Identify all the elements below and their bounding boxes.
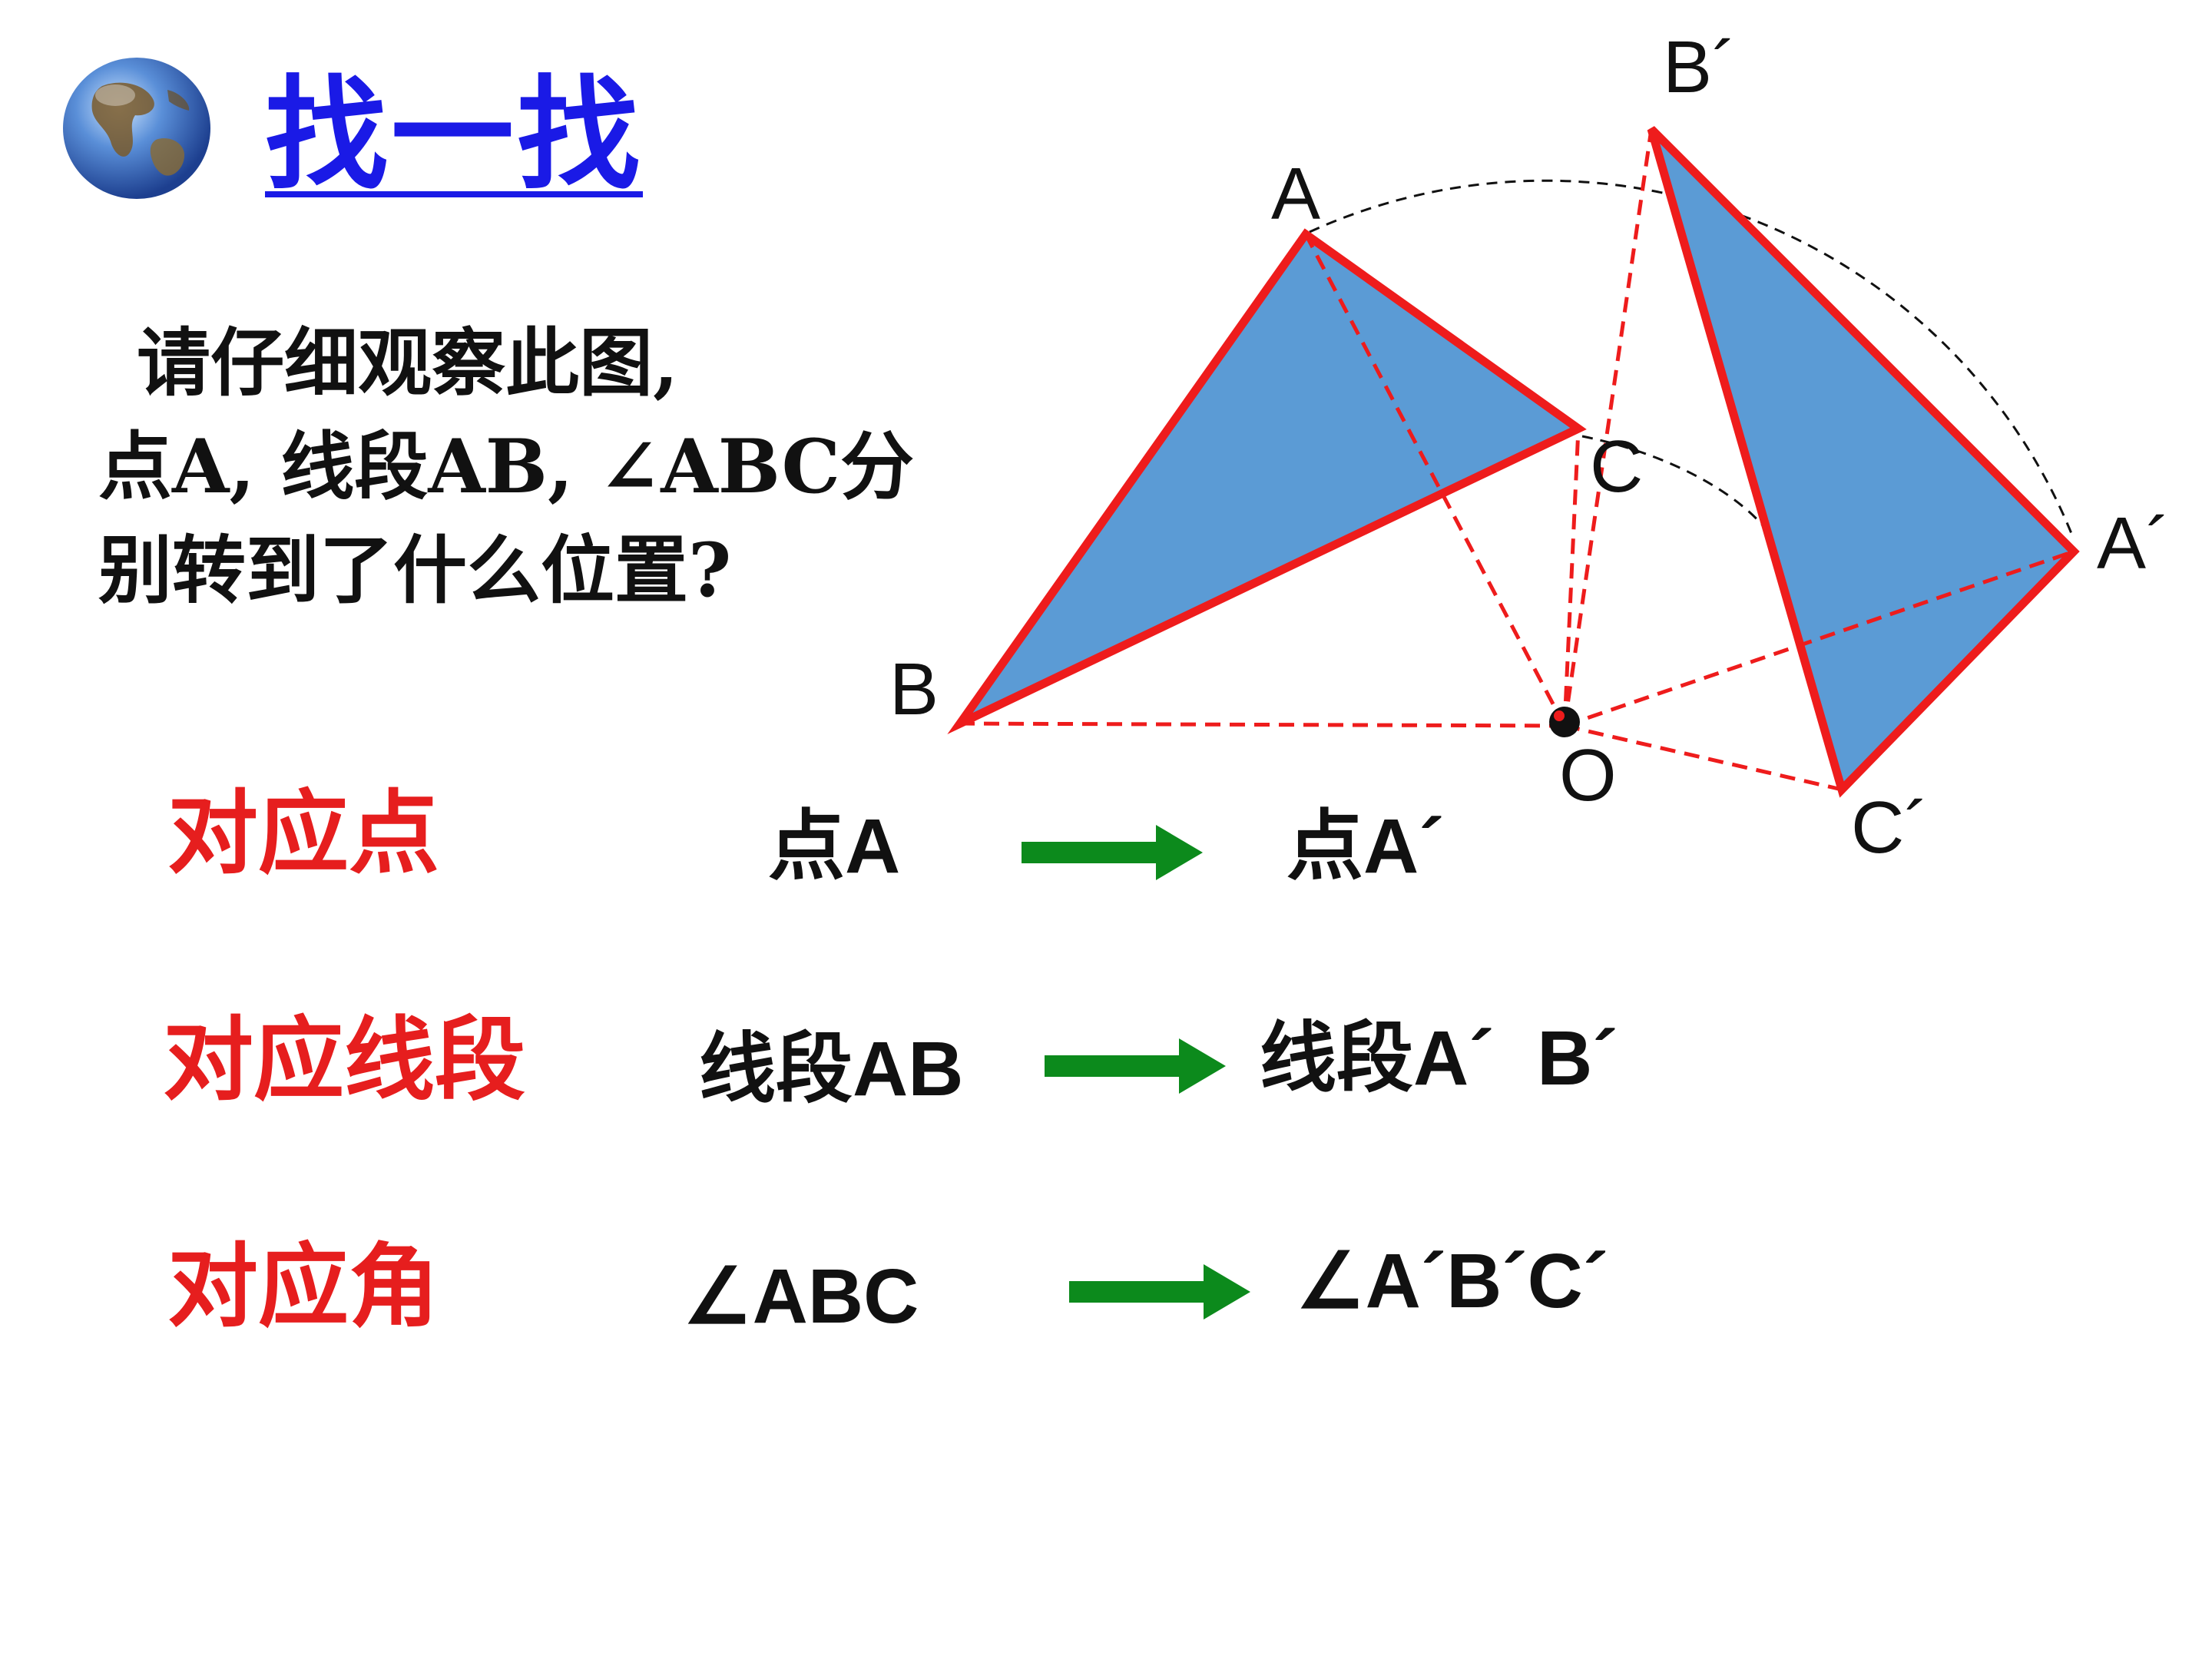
segment-o-a-prime — [1564, 549, 2075, 728]
row-label-points: 对应点 — [167, 780, 440, 886]
question-line-3: 别转到了什么位置? — [98, 527, 732, 614]
point-o-highlight — [1554, 710, 1565, 721]
label-c-prime: C´ — [1851, 786, 1929, 869]
item-point-a: 点A — [768, 803, 901, 889]
question-text: 请仔细观察此图, 点A, 线段AB, ∠ABC分 别转到了什么位置? — [98, 311, 915, 622]
question-line-1: 请仔细观察此图, — [137, 320, 679, 406]
item-angle-abc: ∠ABC — [684, 1253, 919, 1339]
label-o: O — [1559, 734, 1617, 816]
item-segment-a-prime-b-prime: 线段A´ B´ — [1260, 1015, 1618, 1101]
question-line-2: 点A, 线段AB, ∠ABC分 — [98, 423, 915, 510]
point-o-marker — [1549, 707, 1580, 737]
item-point-a-prime: 点A´ — [1286, 803, 1445, 889]
segment-o-c — [1562, 428, 1581, 727]
right-arrow-icon — [1069, 1264, 1250, 1320]
segment-o-a — [1303, 233, 1567, 727]
triangle-a-prime-b-prime-c-prime — [1647, 126, 2080, 798]
label-a-prime: A´ — [2097, 502, 2171, 584]
row-label-segments: 对应线段 — [163, 1006, 526, 1113]
label-b: B — [889, 648, 939, 730]
arc-c-to-c-prime — [1581, 435, 1768, 531]
item-segment-ab: 线段AB — [699, 1026, 964, 1112]
label-b-prime: B´ — [1663, 26, 1737, 108]
label-a: A — [1271, 153, 1320, 235]
arc-a-to-a-prime — [1309, 179, 2075, 540]
triangle-abc — [947, 228, 1587, 735]
label-c: C — [1590, 426, 1643, 508]
segment-o-b-prime — [1562, 128, 1654, 727]
globe-icon — [63, 58, 210, 199]
right-arrow-icon — [1022, 825, 1203, 880]
segment-o-b — [959, 721, 1565, 728]
row-label-angles: 对应角 — [167, 1233, 440, 1339]
item-angle-a-prime-b-prime-c-prime: ∠A´B´C´ — [1296, 1238, 1609, 1324]
right-arrow-icon — [1045, 1038, 1226, 1094]
page-title: 找一找 — [265, 62, 644, 207]
